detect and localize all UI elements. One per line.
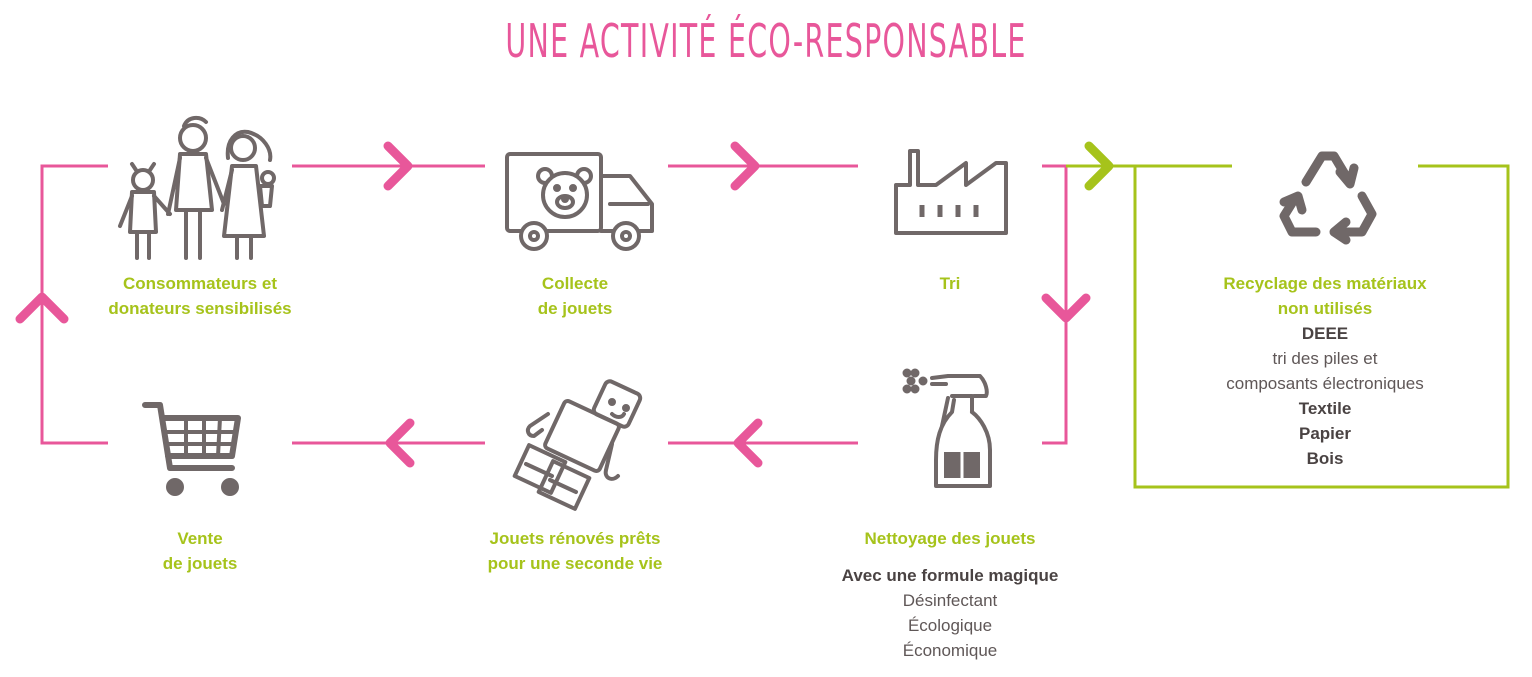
shopping-cart-icon: [142, 402, 241, 496]
recyclage-detail-papier: Papier: [1299, 424, 1351, 443]
arrow-up-icon: [15, 292, 69, 324]
nettoyage-detail-formule: Avec une formule magique: [841, 566, 1059, 585]
step-collecte-line1: Collecte: [541, 274, 609, 293]
recyclage-box: [1133, 164, 1510, 489]
step-collecte-line2: de jouets: [537, 299, 613, 318]
step-consommateurs-line1: Consommateurs et: [123, 274, 277, 293]
toy-figure-icon: [512, 379, 643, 511]
step-recyclage-line1: Recyclage des matériaux: [1223, 274, 1427, 293]
step-nettoyage-line1: Nettoyage des jouets: [864, 529, 1036, 548]
step-consommateurs-label: Consommateurs et donateurs sensibilisés: [80, 271, 320, 321]
step-collecte-label: Collecte de jouets: [475, 271, 675, 321]
arrow-right-green-icon: [1084, 141, 1114, 191]
recyclage-detail-deee: DEEE: [1301, 324, 1349, 343]
family-icon: [118, 115, 276, 260]
green-connectors: [1066, 164, 1510, 489]
recyclage-detail-composants: composants électroniques: [1226, 374, 1424, 393]
spray-bottle-icon: [902, 368, 992, 488]
arrow-down-icon: [1041, 293, 1091, 323]
nettoyage-detail-desinfectant: Désinfectant: [902, 591, 998, 610]
recyclage-details: DEEE tri des piles et composants électro…: [1185, 321, 1465, 471]
arrow-left-icon: [733, 418, 763, 468]
step-vente-line2: de jouets: [162, 554, 238, 573]
factory-icon: [894, 149, 1008, 235]
step-jouets-renoves-line1: Jouets rénovés prêts: [489, 529, 661, 548]
arrow-left-icon: [385, 418, 415, 468]
nettoyage-detail-economique: Économique: [902, 641, 998, 660]
step-tri-label: Tri: [850, 271, 1050, 296]
arrow-right-icon: [383, 141, 413, 191]
recyclage-detail-textile: Textile: [1298, 399, 1352, 418]
step-recyclage-label: Recyclage des matériaux non utilisés: [1185, 271, 1465, 321]
nettoyage-detail-ecologique: Écologique: [907, 616, 993, 635]
left-return-line: [40, 164, 108, 445]
truck-teddy-bear-icon: [505, 152, 654, 251]
step-consommateurs-line2: donateurs sensibilisés: [108, 299, 292, 318]
step-jouets-renoves-label: Jouets rénovés prêts pour une seconde vi…: [455, 526, 695, 576]
recycle-icon: [1279, 151, 1377, 245]
step-vente-line1: Vente: [177, 529, 223, 548]
nettoyage-details: Avec une formule magique Désinfectant Éc…: [820, 563, 1080, 663]
step-nettoyage-label: Nettoyage des jouets: [820, 526, 1080, 551]
step-tri-line1: Tri: [939, 274, 961, 293]
page-title: UNE ACTIVITÉ ÉCO-RESPONSABLE: [505, 14, 1027, 68]
step-recyclage-line2: non utilisés: [1277, 299, 1373, 318]
step-vente-label: Vente de jouets: [100, 526, 300, 576]
step-jouets-renoves-line2: pour une seconde vie: [487, 554, 663, 573]
connector-3-nettoyage: [1042, 164, 1068, 445]
recyclage-detail-bois: Bois: [1306, 449, 1344, 468]
arrow-right-icon: [730, 141, 760, 191]
recyclage-detail-piles: tri des piles et: [1272, 349, 1378, 368]
